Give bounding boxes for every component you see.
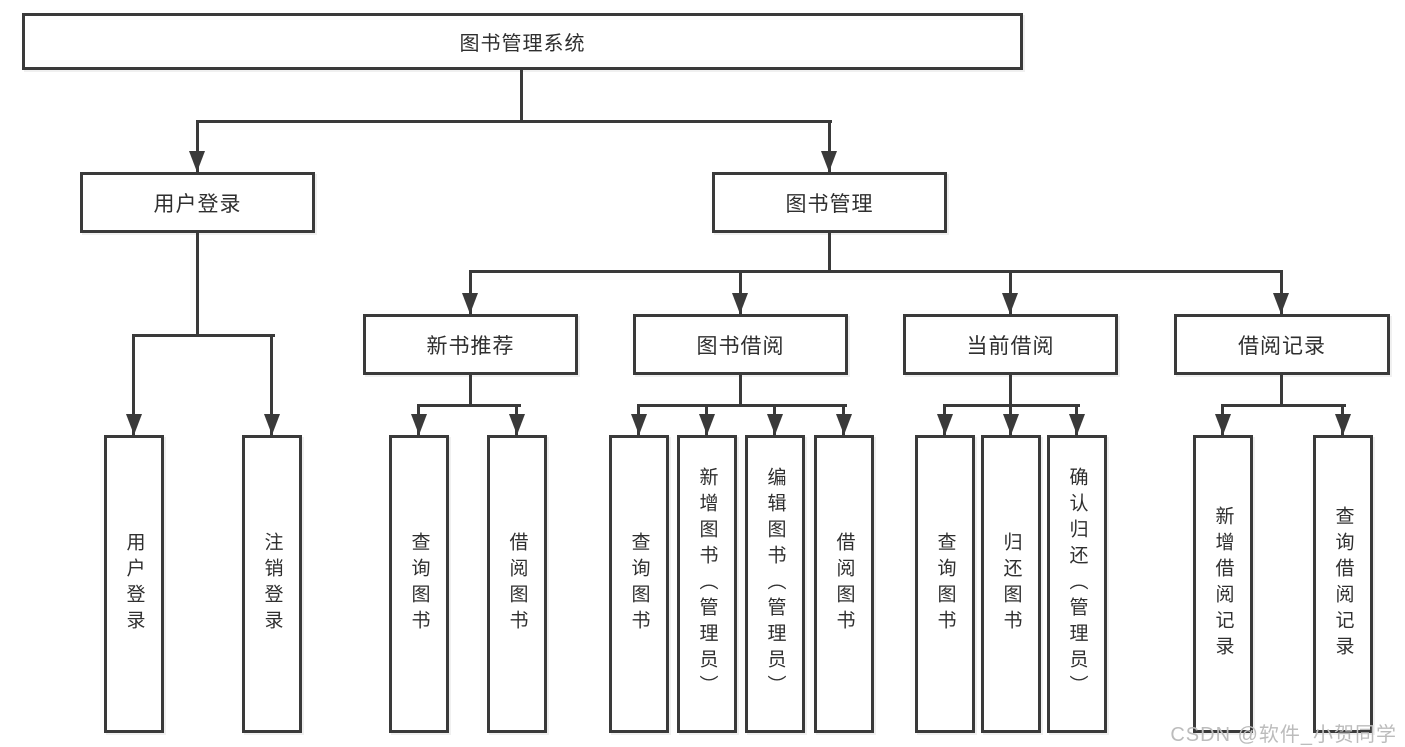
connector-drop-records [1280, 270, 1283, 314]
arrowhead-leaf-logout [264, 414, 280, 435]
leaf-query-books-current: 查询图书 [915, 435, 975, 733]
leaf-add-borrow-record: 新增借阅记录 [1193, 435, 1253, 733]
leaf-confirm-return-admin: 确认归还（管理员） [1047, 435, 1107, 733]
connector-drop-leaf-login [132, 334, 135, 435]
connector-drop-user-login [196, 120, 199, 172]
connector-records-bus [1221, 404, 1346, 407]
arrowhead-g2-1 [411, 414, 427, 435]
leaf-borrow-books-recommend: 借阅图书 [487, 435, 547, 733]
arrowhead-g3-2 [699, 414, 715, 435]
leaf-query-books-borrow: 查询图书 [609, 435, 669, 733]
arrowhead-current [1002, 293, 1018, 314]
leaf-logout: 注销登录 [242, 435, 302, 733]
connector-records-stub [1280, 375, 1283, 406]
arrowhead-book-mgmt [821, 151, 837, 172]
connector-recommend-stub [469, 375, 472, 406]
arrowhead-leaf-login [126, 414, 142, 435]
connector-bookmgmt-stub [828, 233, 831, 272]
arrowhead-g2-2 [509, 414, 525, 435]
leaf-edit-books-admin: 编辑图书（管理员） [745, 435, 805, 733]
leaf-user-login: 用户登录 [104, 435, 164, 733]
leaf-return-books: 归还图书 [981, 435, 1041, 733]
node-borrow-records: 借阅记录 [1174, 314, 1390, 375]
connector-current-stub [1009, 375, 1012, 406]
csdn-watermark: CSDN @软件_小贺同学 [1170, 724, 1397, 746]
node-current-borrow: 当前借阅 [903, 314, 1118, 375]
arrowhead-user-login [189, 151, 205, 172]
connector-userlogin-bus [132, 334, 275, 337]
connector-drop-leaf-logout [270, 334, 273, 435]
arrowhead-g5-1 [1215, 414, 1231, 435]
connector-drop-recommend [469, 270, 472, 314]
connector-drop-borrow [739, 270, 742, 314]
connector-drop-current [1009, 270, 1012, 314]
arrowhead-g3-4 [836, 414, 852, 435]
leaf-borrow-books: 借阅图书 [814, 435, 874, 733]
leaf-query-borrow-record: 查询借阅记录 [1313, 435, 1373, 733]
node-book-management-branch: 图书管理 [712, 172, 947, 233]
arrowhead-g4-3 [1069, 414, 1085, 435]
node-user-login-branch: 用户登录 [80, 172, 315, 233]
node-book-borrow: 图书借阅 [633, 314, 848, 375]
connector-drop-book-mgmt [828, 120, 831, 172]
connector-borrow-bus [637, 404, 847, 407]
arrowhead-g4-2 [1003, 414, 1019, 435]
arrowhead-g3-1 [631, 414, 647, 435]
connector-root-bus [196, 120, 832, 123]
node-root-library-system: 图书管理系统 [22, 13, 1023, 70]
arrowhead-g4-1 [937, 414, 953, 435]
arrowhead-g3-3 [767, 414, 783, 435]
connector-root-stub [520, 70, 523, 120]
node-new-book-recommend: 新书推荐 [363, 314, 578, 375]
arrowhead-g5-2 [1335, 414, 1351, 435]
connector-userlogin-stub [196, 233, 199, 336]
arrowhead-records [1273, 293, 1289, 314]
leaf-add-books-admin: 新增图书（管理员） [677, 435, 737, 733]
leaf-query-books-recommend: 查询图书 [389, 435, 449, 733]
connector-borrow-stub [739, 375, 742, 406]
connector-recommend-bus [417, 404, 521, 407]
arrowhead-recommend [462, 293, 478, 314]
connector-level3-bus [469, 270, 1283, 273]
arrowhead-borrow [732, 293, 748, 314]
